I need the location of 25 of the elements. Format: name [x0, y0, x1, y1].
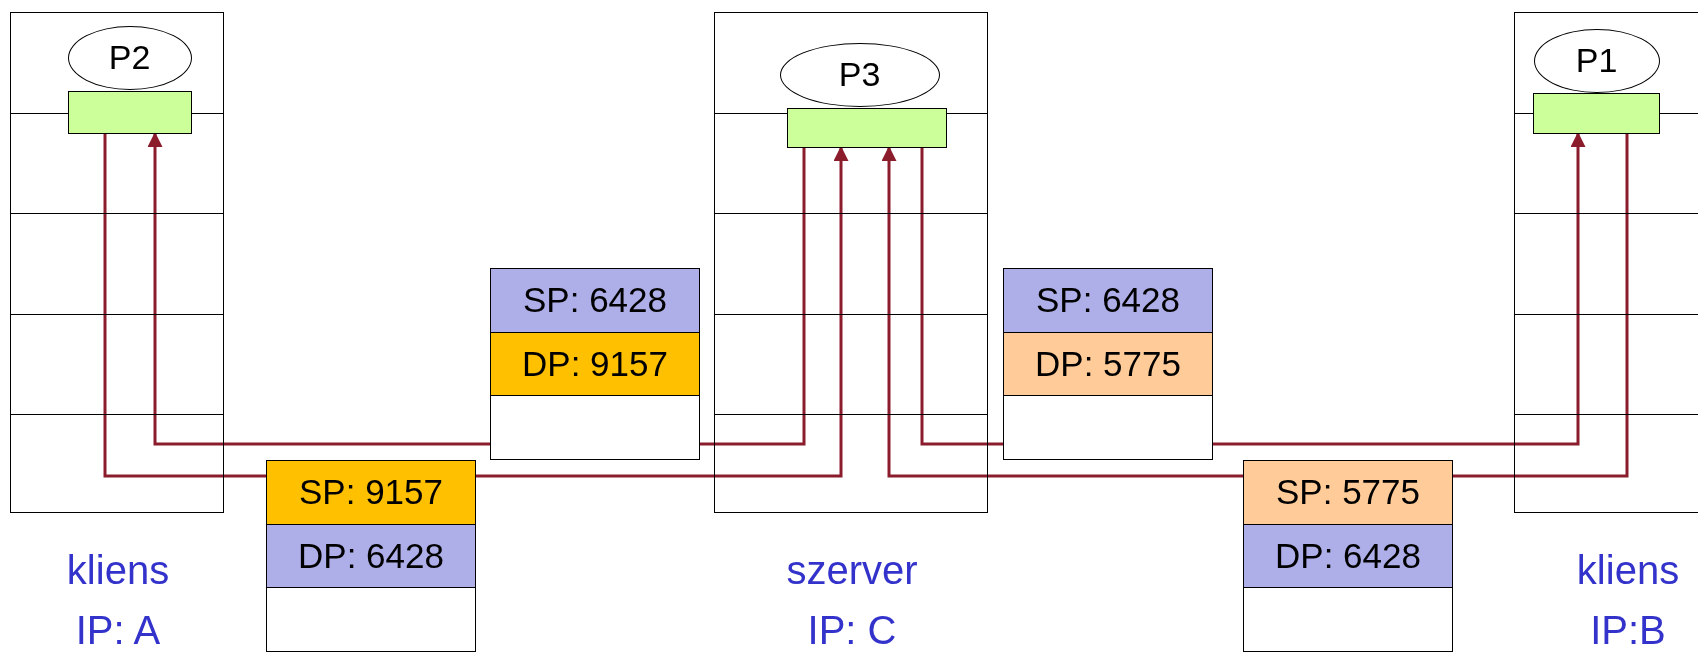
packet-box	[490, 268, 700, 460]
socket-box	[67, 90, 192, 134]
socket-box	[786, 107, 947, 148]
packet-box	[1003, 268, 1213, 460]
socket-box	[1532, 92, 1660, 134]
arrow	[147, 132, 490, 446]
port-field: SP: 5775	[1244, 461, 1452, 525]
process-label: P1	[1575, 41, 1618, 80]
port-field: SP: 6428	[491, 269, 699, 333]
process-label: P2	[108, 38, 151, 77]
packet-box	[266, 460, 476, 652]
host-label: kliens IP: A	[65, 547, 171, 654]
port-field: DP: 6428	[1244, 524, 1452, 589]
port-field: DP: 5775	[1004, 332, 1212, 397]
arrow	[476, 146, 849, 478]
arrow	[881, 146, 1243, 478]
process-label: P3	[838, 55, 881, 94]
port-field: SP: 6428	[1004, 269, 1212, 333]
host-label: kliens IP:B	[1575, 547, 1681, 654]
packet-box	[1243, 460, 1453, 652]
host-label: szerver IP: C	[785, 547, 919, 654]
port-field: SP: 9157	[267, 461, 475, 525]
arrow	[1213, 132, 1586, 446]
port-field: DP: 6428	[267, 524, 475, 589]
port-field: DP: 9157	[491, 332, 699, 397]
